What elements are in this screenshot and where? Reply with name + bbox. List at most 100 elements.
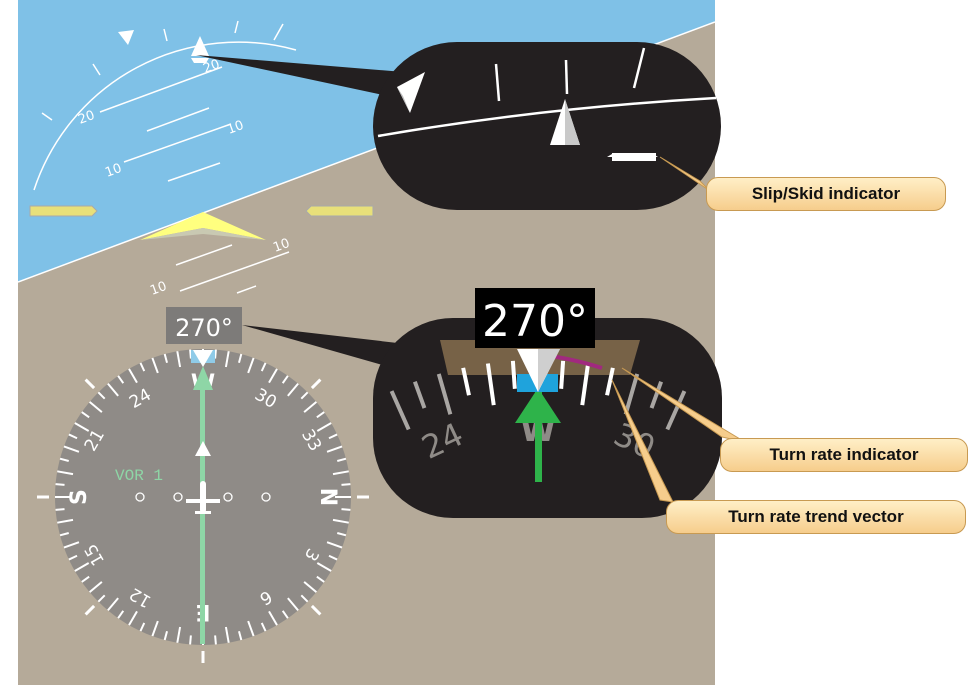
zoom-heading-tick bbox=[461, 367, 471, 396]
compass-tick bbox=[268, 368, 278, 384]
compass-tick bbox=[189, 635, 192, 645]
compass-tick bbox=[300, 594, 309, 603]
heading-zoom-panel: 24 W 30 bbox=[373, 318, 722, 518]
compass-tick bbox=[63, 541, 80, 549]
compass-tick bbox=[55, 483, 65, 486]
compass-tick bbox=[332, 470, 349, 476]
compass-tick bbox=[74, 562, 90, 572]
compass-tick bbox=[260, 622, 267, 632]
aircraft-symbol bbox=[140, 212, 266, 240]
compass-tick bbox=[281, 375, 289, 384]
pitch-label: 20 bbox=[201, 57, 222, 77]
zoom-heading-tick bbox=[580, 363, 591, 406]
compass-tick bbox=[55, 508, 65, 511]
zoom-heading-tick bbox=[436, 373, 453, 415]
turn-trend-callout: Turn rate trend vector bbox=[666, 500, 966, 534]
compass-tick bbox=[97, 391, 106, 400]
compass-tick bbox=[281, 610, 289, 619]
compass-tick bbox=[260, 362, 267, 372]
pitch-label: 10 bbox=[103, 161, 124, 181]
pitch-label: 20 bbox=[76, 108, 97, 128]
compass-index-mark bbox=[310, 378, 322, 390]
heading-readout: 270° bbox=[175, 314, 233, 342]
left-wing-reference bbox=[29, 205, 98, 217]
compass-tick bbox=[59, 532, 69, 537]
compass-tick bbox=[151, 357, 159, 374]
compass-tick bbox=[68, 554, 78, 561]
compass-tick bbox=[163, 353, 168, 363]
compass-south: S bbox=[67, 489, 92, 505]
compass-tick bbox=[287, 597, 299, 612]
compass-tick bbox=[341, 483, 351, 486]
compass-tick bbox=[328, 433, 338, 440]
compass-north: N bbox=[315, 488, 340, 506]
slip-zoom-panel bbox=[373, 42, 721, 210]
compass-tick bbox=[128, 610, 138, 626]
zoom-heading-tick bbox=[605, 367, 615, 396]
zoom-heading-tick bbox=[665, 390, 687, 431]
bank-pointer-triangle bbox=[118, 30, 134, 45]
right-wing-reference bbox=[305, 205, 374, 217]
compass-tick bbox=[81, 575, 90, 583]
compass-tick bbox=[337, 532, 347, 537]
pitch-ladder bbox=[99, 66, 290, 294]
compass-tick bbox=[247, 357, 255, 374]
heading-readout-box bbox=[166, 307, 242, 344]
slip-callout-leader bbox=[659, 156, 711, 192]
compass-tick bbox=[107, 382, 119, 397]
compass-tick bbox=[316, 575, 325, 583]
compass-index-mark bbox=[84, 378, 96, 390]
compass-tick bbox=[88, 401, 103, 413]
compass-tick bbox=[287, 382, 299, 397]
compass-tick bbox=[176, 351, 182, 368]
zoom-heading-readout: 270° bbox=[482, 296, 588, 347]
compass-tick bbox=[316, 411, 325, 419]
compass-tick bbox=[163, 631, 168, 641]
compass-tick bbox=[337, 457, 347, 462]
compass-tick bbox=[332, 518, 349, 524]
compass-tick bbox=[139, 622, 146, 632]
compass-tick bbox=[316, 422, 332, 432]
compass-tick bbox=[74, 422, 90, 432]
trend-callout-leader bbox=[611, 379, 674, 503]
compass-tick bbox=[238, 353, 243, 363]
compass-tick bbox=[59, 457, 69, 462]
compass-tick bbox=[303, 581, 318, 593]
compass-tick bbox=[326, 541, 343, 549]
compass-tick bbox=[214, 349, 217, 359]
aircraft-symbol-shadow bbox=[140, 228, 266, 240]
zoom-heading-tick bbox=[623, 373, 640, 415]
roll-pointer bbox=[191, 36, 209, 56]
compass-tick bbox=[316, 562, 332, 572]
zoom-course-arrow bbox=[515, 388, 561, 423]
zoom-heading-tick bbox=[649, 381, 664, 409]
compass-tick bbox=[97, 594, 106, 603]
compass-tick bbox=[214, 635, 217, 645]
compass-tick bbox=[189, 349, 192, 359]
zoom-heading-readout-box bbox=[475, 288, 595, 348]
compass-tick bbox=[238, 631, 243, 641]
compass-tick bbox=[328, 554, 338, 561]
zoom-heading-tick bbox=[412, 381, 427, 409]
compass-tick bbox=[57, 470, 74, 476]
compass-tick bbox=[247, 620, 255, 637]
zoom-course-needle bbox=[535, 390, 542, 482]
compass-tick bbox=[68, 433, 78, 440]
zoom-heading-tick bbox=[559, 360, 566, 389]
slip-indicator-zoom bbox=[612, 153, 656, 161]
bank-scale bbox=[33, 20, 297, 191]
compass-tick bbox=[117, 610, 125, 619]
to-from-indicator bbox=[195, 441, 211, 456]
compass-tick bbox=[151, 620, 159, 637]
lubber-line bbox=[193, 350, 213, 367]
compass-tick bbox=[176, 626, 182, 643]
compass-tick bbox=[300, 391, 309, 400]
vor-source-label: VOR 1 bbox=[115, 467, 163, 485]
slip-zoom-pointer bbox=[196, 55, 440, 105]
compass-tick bbox=[341, 508, 351, 511]
compass-tick bbox=[128, 368, 138, 384]
compass-index-mark bbox=[84, 604, 96, 616]
pitch-label: 10 bbox=[271, 236, 292, 256]
compass-tick bbox=[303, 401, 318, 413]
heading-zoom-pointer bbox=[242, 325, 415, 370]
